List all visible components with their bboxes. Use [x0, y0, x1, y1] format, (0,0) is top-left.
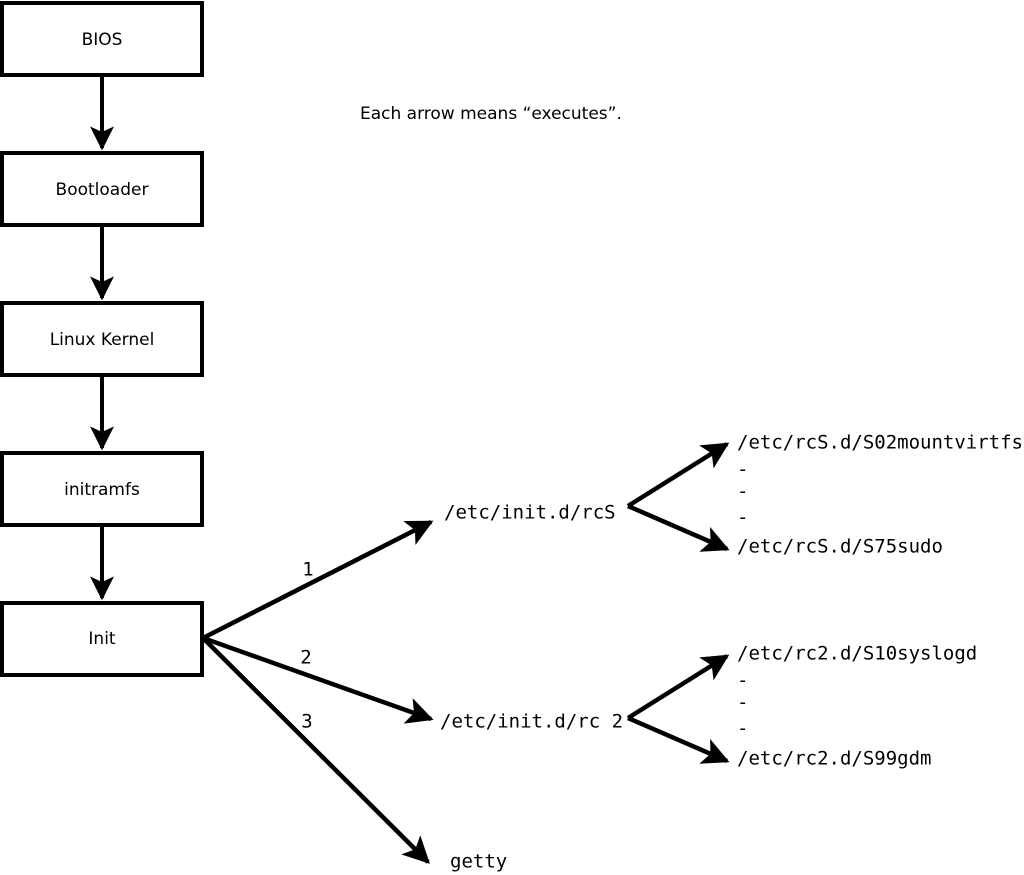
arrow-rc2-to-last-script [627, 715, 730, 764]
box-bios-rect [0, 1, 204, 77]
edge-number-2: 2 [300, 647, 311, 669]
label-rc2-last-script: /etc/rc2.d/S99gdm [737, 748, 931, 770]
edge-number-3: 3 [301, 711, 312, 733]
label-rcs-first-script: /etc/rcS.d/S02mountvirtfs [737, 432, 1023, 454]
rcs-ellipsis-dash-3: - [737, 507, 748, 529]
box-kernel-rect [0, 301, 204, 377]
box-kernel-label: Linux Kernel [50, 330, 155, 350]
label-rc2-first-script: /etc/rc2.d/S10syslogd [737, 643, 977, 665]
rcs-ellipsis-dash-1: - [737, 459, 748, 481]
box-kernel: Linux Kernel [0, 301, 204, 377]
rc2-ellipsis-dash-3: - [737, 718, 748, 740]
edge-number-1: 1 [302, 559, 313, 581]
box-initramfs: initramfs [0, 451, 204, 527]
label-init-d-rcs: /etc/init.d/rcS [444, 502, 616, 524]
arrow-init-to-getty [201, 636, 430, 864]
arrow-init-to-rcs [201, 519, 434, 641]
arrow-rc2-to-first-script [626, 654, 730, 720]
rc2-ellipsis-dash-1: - [737, 670, 748, 692]
box-initramfs-label: initramfs [64, 480, 140, 500]
rcs-ellipsis-dash-2: - [737, 481, 748, 503]
label-getty: getty [450, 851, 507, 873]
label-rcs-last-script: /etc/rcS.d/S75sudo [737, 536, 943, 558]
box-bootloader-rect [0, 151, 204, 227]
box-bios: BIOS [0, 1, 204, 77]
box-init: Init [0, 601, 204, 677]
box-bios-label: BIOS [82, 30, 123, 50]
box-bootloader-label: Bootloader [56, 180, 149, 200]
label-init-d-rc2: /etc/init.d/rc 2 [440, 711, 623, 733]
box-init-rect [0, 601, 204, 677]
rc2-ellipsis-dash-2: - [737, 692, 748, 714]
box-bootloader: Bootloader [0, 151, 204, 227]
arrow-rcs-to-last-script [627, 503, 730, 552]
arrow-init-to-rc2 [202, 635, 434, 724]
box-init-label: Init [88, 629, 116, 649]
diagram-caption: Each arrow means “executes”. [360, 104, 622, 124]
arrow-rcs-to-first-script [626, 442, 730, 508]
